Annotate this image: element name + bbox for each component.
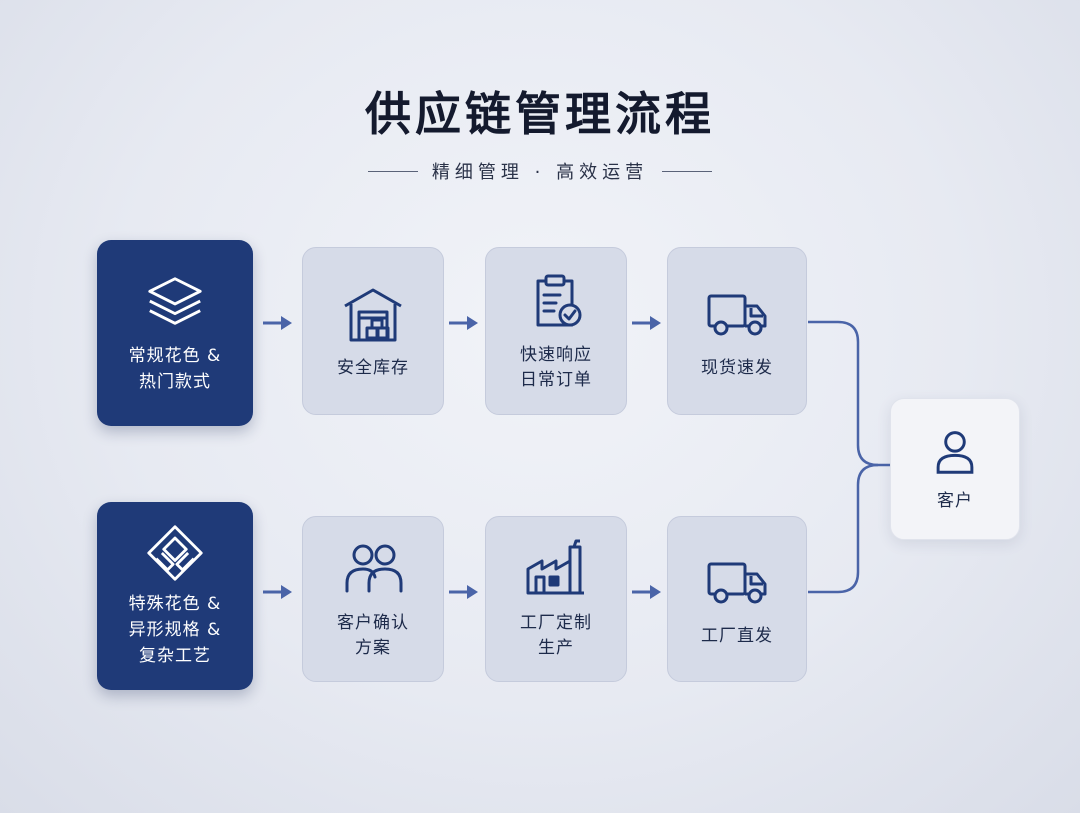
truck-icon [707,562,767,603]
truck-icon [707,294,767,335]
connector-top [808,320,890,467]
step-label: 现货速发 [701,357,773,378]
subtitle: 精细管理 · 高效运营 [431,162,649,183]
source-label-line-1: 特殊花色 & [128,594,222,614]
arrow-icon [632,316,661,330]
arrow-icon [263,316,292,330]
step-card-safety-stock: 安全库存 [302,247,444,415]
factory-icon [526,539,584,595]
layers-icon [148,277,202,325]
step-card-quick-response: 快速响应 日常订单 [485,247,627,415]
arrow-icon [449,585,478,599]
warehouse-icon [344,288,402,341]
arrow-icon [632,585,661,599]
customer-label: 客户 [937,490,973,511]
step-label-line-2: 日常订单 [520,370,592,390]
clipboard-check-icon [536,274,582,327]
subtitle-divider-left [367,170,418,172]
step-label: 安全库存 [337,357,409,378]
step-label-line-2: 生产 [538,638,574,658]
source-card-regular: 常规花色 & 热门款式 [97,240,253,426]
step-card-factory-direct: 工厂直发 [667,516,807,682]
source-label-line-2: 异形规格 & [128,620,222,640]
source-card-special: 特殊花色 & 异形规格 & 复杂工艺 [97,502,253,690]
step-card-confirm-plan: 客户确认 方案 [302,516,444,682]
diamond-grid-icon [147,525,203,581]
step-label: 工厂直发 [701,625,773,646]
arrow-icon [263,585,292,599]
source-label-line-3: 复杂工艺 [139,646,211,666]
subtitle-row: 精细管理 · 高效运营 [0,158,1080,184]
person-icon [936,430,974,474]
page-title: 供应链管理流程 [365,87,715,141]
step-label-line-1: 客户确认 [337,613,409,633]
source-label-line-2: 热门款式 [139,372,211,392]
source-label-line-1: 常规花色 & [128,346,222,366]
step-label-line-2: 方案 [355,638,391,658]
step-card-custom-production: 工厂定制 生产 [485,516,627,682]
step-card-spot-delivery: 现货速发 [667,247,807,415]
subtitle-divider-right [662,170,713,172]
arrow-icon [449,316,478,330]
step-label-line-1: 快速响应 [520,345,592,365]
connector-bottom [808,463,879,594]
customer-card: 客户 [890,398,1020,540]
step-label-line-1: 工厂定制 [520,613,592,633]
people-icon [345,544,403,593]
